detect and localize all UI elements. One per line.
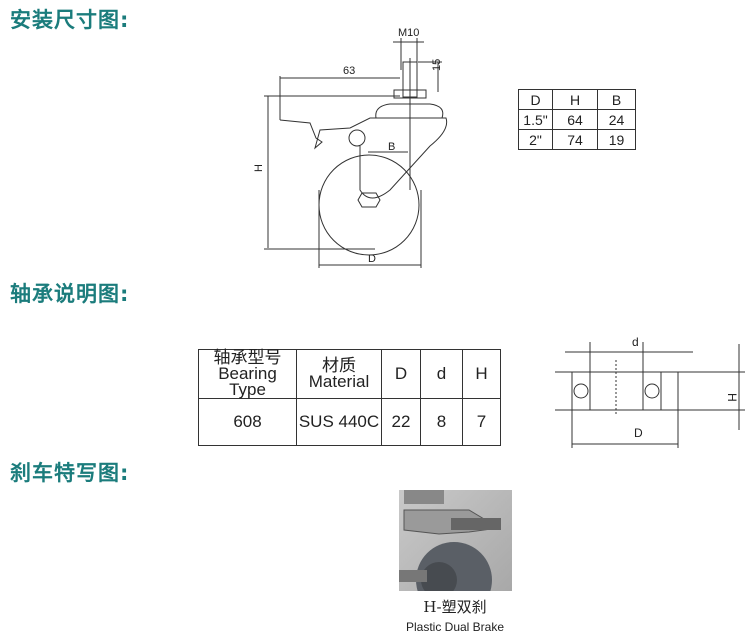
cell: 8 <box>420 398 463 446</box>
caster-brake-image <box>399 490 501 591</box>
header-h: H <box>552 89 598 110</box>
heading-brake-closeup: 刹车特写图: <box>10 461 130 485</box>
label-d-outer: D <box>634 426 643 440</box>
header-h: H <box>462 349 501 399</box>
bearing-diagram: d H D <box>555 335 745 448</box>
cell: 7 <box>462 398 501 446</box>
cell: 19 <box>597 129 636 150</box>
heading-install-diagram: 安装尺寸图: <box>10 8 130 32</box>
label-15: 15 <box>431 59 443 71</box>
heading-bearing-diagram: 轴承说明图: <box>10 282 130 306</box>
header-cn: 材质 <box>322 356 356 375</box>
cell: 74 <box>552 129 598 150</box>
cell: SUS 440C <box>296 398 382 446</box>
brake-caption-en: Plastic Dual Brake <box>405 620 505 634</box>
header-d-inner: d <box>420 349 463 399</box>
cell: 2" <box>518 129 553 150</box>
header-b: B <box>597 89 636 110</box>
header-cn: 轴承型号 <box>213 348 282 367</box>
label-h: H <box>725 393 739 402</box>
cell: 22 <box>381 398 421 446</box>
header-d: D <box>518 89 553 110</box>
cell: 24 <box>597 109 636 130</box>
header-en: Material <box>308 372 370 391</box>
label-b: B <box>388 141 395 153</box>
header-d-outer: D <box>381 349 421 399</box>
cell: 608 <box>198 398 297 446</box>
cell: 64 <box>552 109 598 130</box>
cell: 1.5" <box>518 109 553 130</box>
label-h: H <box>253 164 265 172</box>
label-m10: M10 <box>398 27 419 39</box>
caster-dimension-drawing: M10 15 63 H B D <box>253 27 448 268</box>
brake-photo <box>399 490 512 591</box>
label-63: 63 <box>343 65 355 77</box>
header-en: Bearing Type <box>218 364 277 399</box>
brake-caption-cn: H-塑双刹 <box>423 598 487 616</box>
label-d-inner: d <box>632 335 639 349</box>
label-d: D <box>368 253 376 265</box>
